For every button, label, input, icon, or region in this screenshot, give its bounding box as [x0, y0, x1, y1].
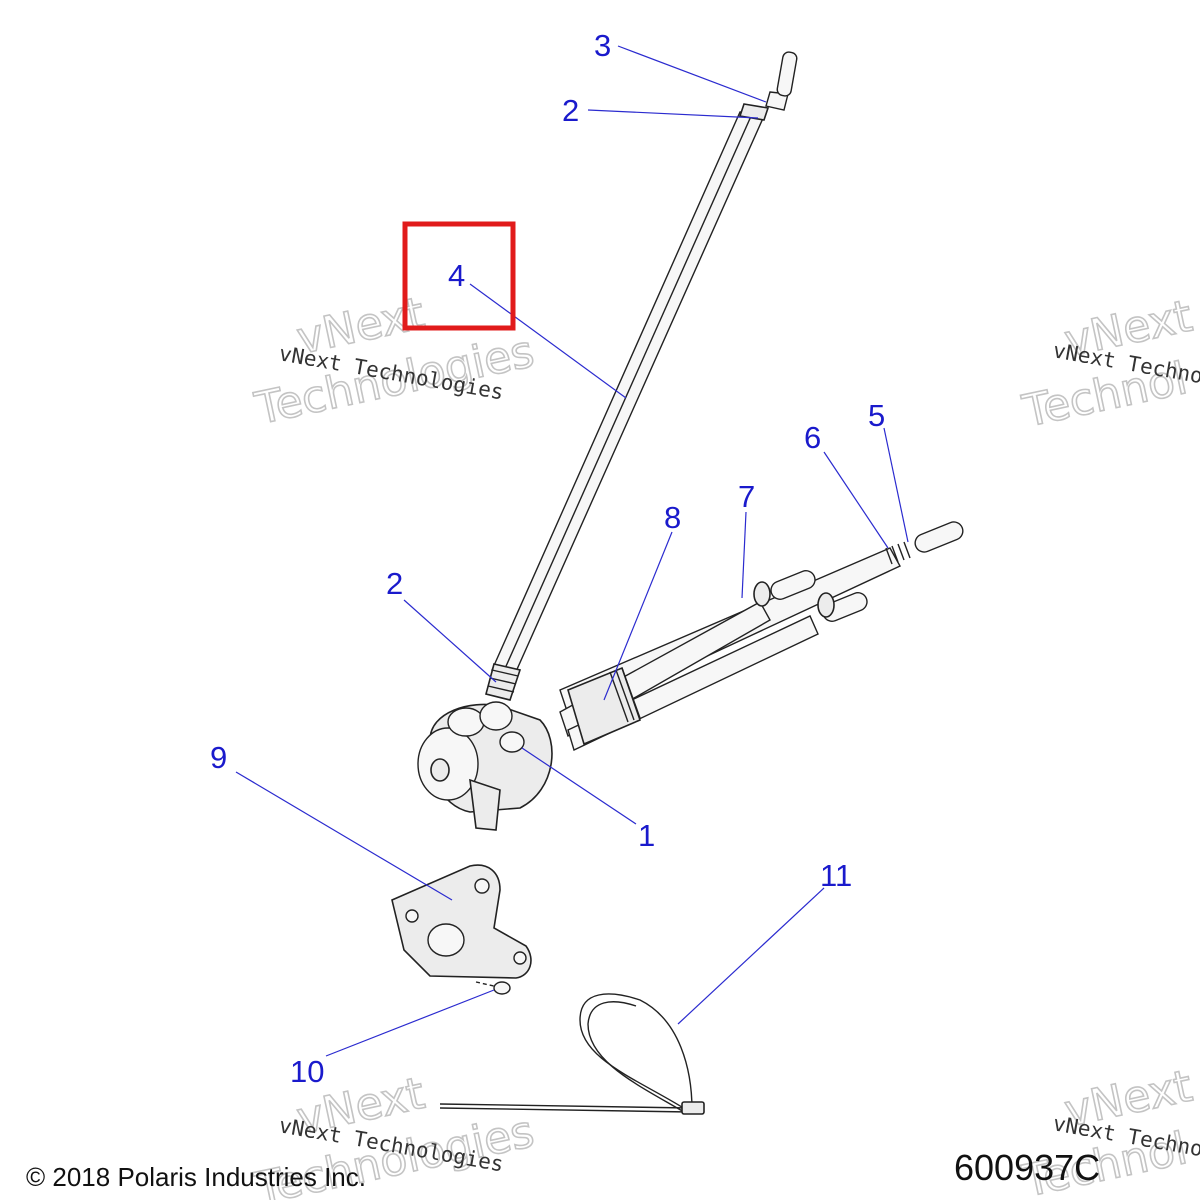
housing-port-right [499, 731, 525, 753]
cable-end-7 [770, 570, 816, 600]
bracket-hole-3 [513, 951, 527, 965]
leader-10 [325, 989, 495, 1057]
bracket-hole-1 [405, 909, 419, 923]
bracket-plate [391, 864, 532, 979]
figure-number: 600937C [954, 1147, 1100, 1188]
callout-7: 7 [738, 479, 755, 514]
upper-end-rod [776, 51, 798, 97]
callout-1: 1 [638, 818, 655, 853]
cable-tie-loop [579, 993, 693, 1113]
upper-ferrule [738, 103, 770, 121]
leader-11 [677, 887, 825, 1025]
cable-spring-6 [885, 541, 911, 565]
cable-tie-head [681, 1101, 705, 1115]
lower-boot [485, 663, 522, 701]
sleeve-wrap [609, 667, 641, 723]
copyright-text: © 2018 Polaris Industries Inc. [26, 1162, 366, 1192]
leader-6 [823, 451, 889, 549]
bracket-hole-2 [474, 878, 490, 894]
callout-5: 5 [868, 398, 885, 433]
mount-bracket-drawing [391, 864, 532, 979]
bracket-center-hole [427, 923, 465, 957]
leader-2-top [587, 109, 759, 119]
highlight-box [402, 221, 516, 331]
callout-2-top: 2 [562, 93, 579, 128]
cable-clip-8 [817, 592, 835, 618]
leader-4 [469, 283, 627, 399]
callout-numbers: 3 2 4 5 6 7 8 2 9 1 11 10 [210, 28, 885, 1089]
cable-tie-loop-inner [587, 1001, 685, 1113]
leader-5 [883, 427, 909, 543]
leader-9 [235, 771, 453, 901]
callout-11: 11 [820, 858, 852, 893]
leader-7 [741, 511, 747, 599]
cable-clip-7 [753, 581, 771, 607]
callout-6: 6 [804, 420, 821, 455]
control-cables-drawing [559, 521, 964, 751]
callout-3: 3 [594, 28, 611, 63]
callout-10: 10 [290, 1054, 324, 1089]
sheath-highlight-line [502, 113, 753, 674]
screw-drawing [475, 981, 511, 995]
callout-2-bottom: 2 [386, 566, 403, 601]
leader-1 [521, 747, 637, 825]
housing-port-left [447, 707, 485, 737]
screw-head [493, 981, 511, 995]
housing-cap-hole [430, 758, 450, 782]
cable-tie-tail [439, 1103, 691, 1109]
callout-9: 9 [210, 740, 227, 775]
cable-sheath-drawing [485, 51, 798, 701]
leader-lines [235, 45, 909, 1057]
callout-4: 4 [448, 258, 465, 293]
callout-8: 8 [664, 500, 681, 535]
housing-port-mid [479, 701, 513, 731]
control-housing-drawing [417, 701, 553, 831]
screw-axis [475, 981, 495, 987]
leader-8 [603, 531, 673, 701]
cable-end-5 [914, 521, 964, 553]
leader-3 [617, 45, 767, 103]
leader-2-bottom [403, 599, 497, 683]
cable-tie-drawing [439, 993, 705, 1115]
housing-foot [469, 778, 501, 831]
